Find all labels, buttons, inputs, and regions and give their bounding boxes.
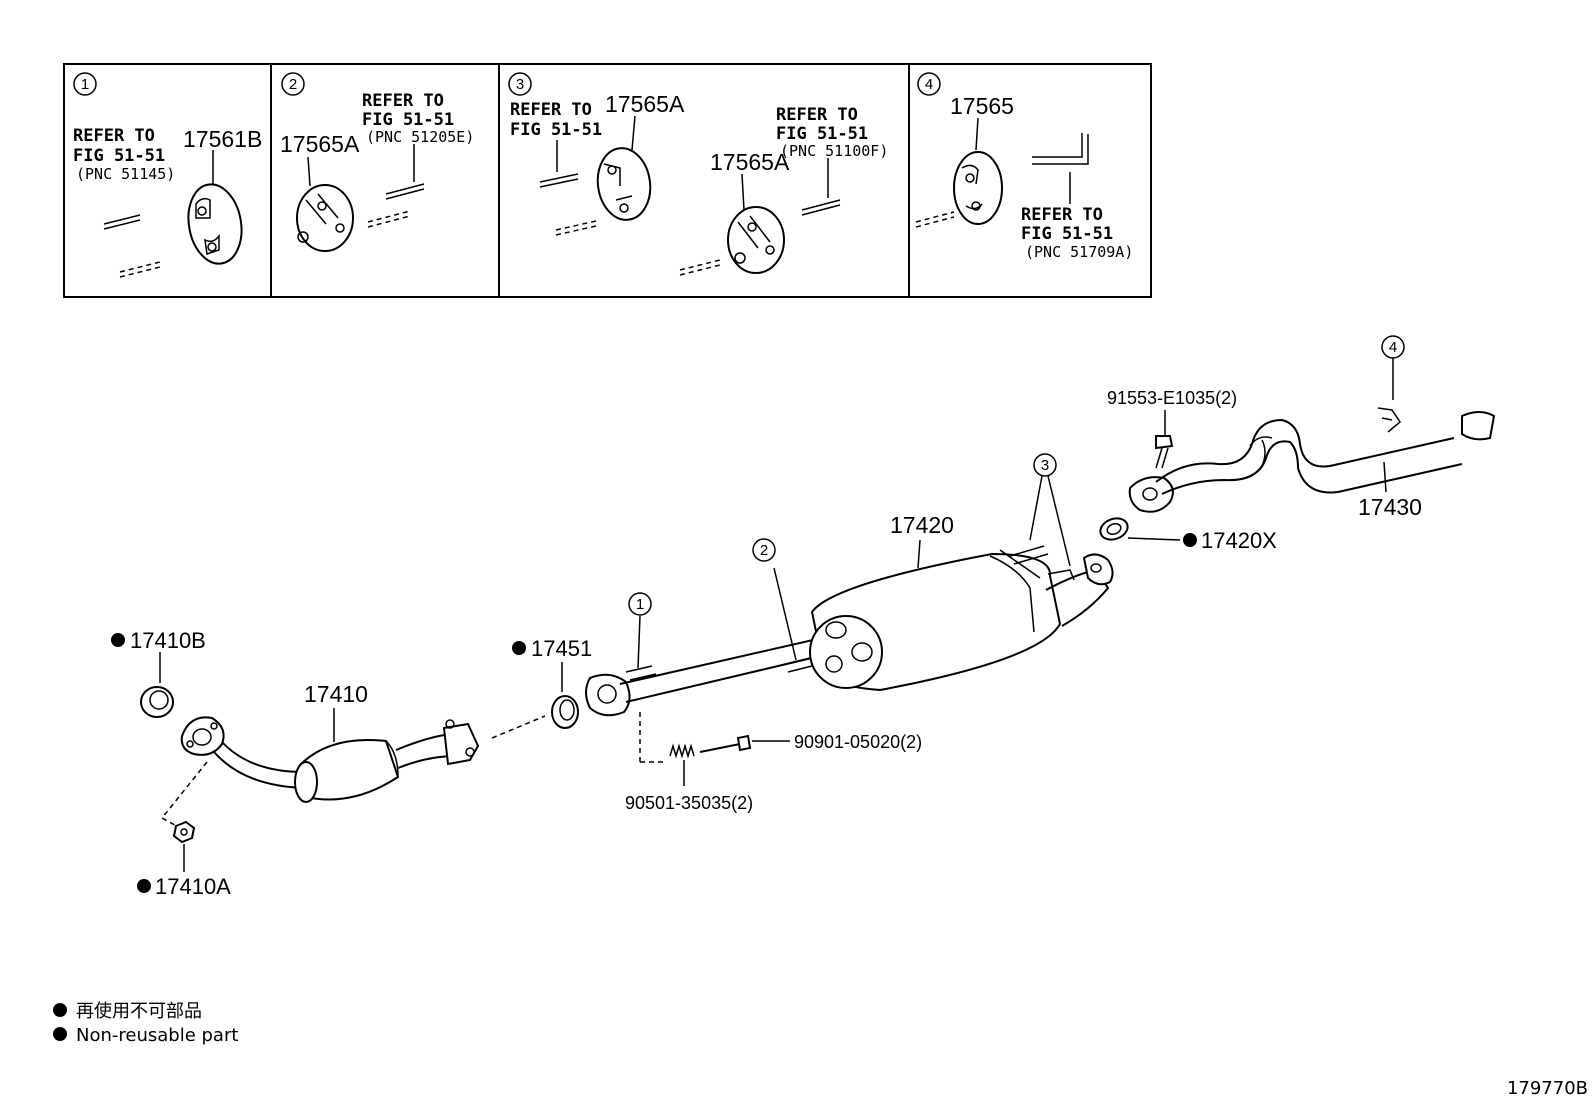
callout-3: 3 bbox=[1029, 453, 1071, 567]
hanger-rubber-icon bbox=[596, 147, 652, 221]
gasket-17451: 17451 bbox=[512, 636, 592, 729]
inset-4-refer-3: (PNC 51709A) bbox=[1025, 243, 1133, 261]
inset-1-number: 1 bbox=[81, 76, 89, 93]
inset-2-refer-1: REFER TO bbox=[362, 91, 444, 111]
legend: 再使用不可部品 Non-reusable part bbox=[53, 1001, 238, 1046]
inset-4-number: 4 bbox=[925, 76, 933, 93]
inset-4-refer-2: FIG 51-51 bbox=[1021, 224, 1113, 244]
bolt-91553: 91553-E1035(2) bbox=[1107, 388, 1237, 469]
inset-3-refer-1a: REFER TO bbox=[510, 100, 592, 120]
inset-3-refer-2a: REFER TO bbox=[776, 105, 858, 125]
part-17410-label: 17410 bbox=[304, 681, 368, 707]
inset-2-number: 2 bbox=[289, 76, 297, 93]
part-90901-label: 90901-05020(2) bbox=[794, 732, 922, 752]
inset-1-refer-2: FIG 51-51 bbox=[73, 146, 165, 166]
callout-2-number: 2 bbox=[760, 542, 768, 559]
inset-3-refer-2c: (PNC 51100F) bbox=[780, 142, 888, 160]
inset-3-part-number-1: 17565A bbox=[605, 91, 685, 117]
hanger-rubber-icon bbox=[727, 206, 785, 274]
part-17410A-label: 17410A bbox=[155, 874, 231, 899]
center-pipe-muffler-17420: 17420 bbox=[585, 512, 1114, 717]
spring-90501: 90501-35035(2) bbox=[625, 712, 753, 813]
inset-2-refer-2: FIG 51-51 bbox=[362, 110, 454, 130]
inset-3-part-number-2: 17565A bbox=[710, 149, 790, 175]
tail-pipe-17430: 17430 bbox=[1128, 407, 1496, 520]
nut-17410A: 17410A bbox=[137, 820, 231, 899]
inset-3: 3 REFER TO FIG 51-51 17565A REFER TO FIG… bbox=[508, 72, 888, 276]
inset-1-refer-1: REFER TO bbox=[73, 126, 155, 146]
hanger-rubber-icon bbox=[187, 183, 243, 265]
inset-3-refer-1b: FIG 51-51 bbox=[510, 120, 602, 140]
inset-1: 1 REFER TO FIG 51-51 (PNC 51145) 17561B bbox=[73, 72, 262, 278]
callout-3-number: 3 bbox=[1041, 457, 1049, 474]
hanger-rubber-icon bbox=[296, 184, 354, 252]
inset-1-part-number: 17561B bbox=[183, 126, 262, 152]
gasket-17410B: 17410B bbox=[111, 628, 206, 718]
inset-2-part-number: 17565A bbox=[280, 131, 360, 157]
inset-4-refer-1: REFER TO bbox=[1021, 205, 1103, 225]
inset-3-number: 3 bbox=[516, 76, 524, 93]
part-17451-label: 17451 bbox=[531, 636, 592, 661]
inset-3-refer-2b: FIG 51-51 bbox=[776, 124, 868, 144]
inset-2-refer-3: (PNC 51205E) bbox=[366, 128, 474, 146]
hanger-rubber-icon bbox=[953, 151, 1003, 225]
inset-1-refer-3: (PNC 51145) bbox=[76, 165, 175, 183]
part-17420X-label: 17420X bbox=[1201, 528, 1277, 553]
part-90501-label: 90501-35035(2) bbox=[625, 793, 753, 813]
callout-2: 2 bbox=[752, 538, 776, 562]
legend-line-2: Non-reusable part bbox=[76, 1025, 238, 1046]
inset-panels bbox=[63, 63, 1152, 298]
inset-4: 4 17565 REFER TO FIG 51-51 (PNC 51709A) bbox=[915, 72, 1133, 261]
part-17410B-label: 17410B bbox=[130, 628, 206, 653]
part-17420-label: 17420 bbox=[890, 512, 954, 538]
callout-1: 1 bbox=[628, 592, 652, 616]
bolt-90901: 90901-05020(2) bbox=[699, 732, 922, 753]
front-pipe-17410: 17410 bbox=[180, 681, 480, 803]
inset-2: 2 REFER TO FIG 51-51 (PNC 51205E) 17565A bbox=[280, 72, 474, 252]
figure-code: 179770B bbox=[1507, 1078, 1588, 1099]
callout-4: 4 bbox=[1381, 335, 1405, 400]
part-91553-label: 91553-E1035(2) bbox=[1107, 388, 1237, 408]
legend-line-1: 再使用不可部品 bbox=[76, 1001, 202, 1022]
gasket-17420X: 17420X bbox=[1099, 517, 1277, 553]
part-17430-label: 17430 bbox=[1358, 494, 1422, 520]
inset-4-part-number: 17565 bbox=[950, 93, 1014, 119]
callout-1-number: 1 bbox=[636, 596, 644, 613]
callout-4-number: 4 bbox=[1389, 339, 1397, 356]
